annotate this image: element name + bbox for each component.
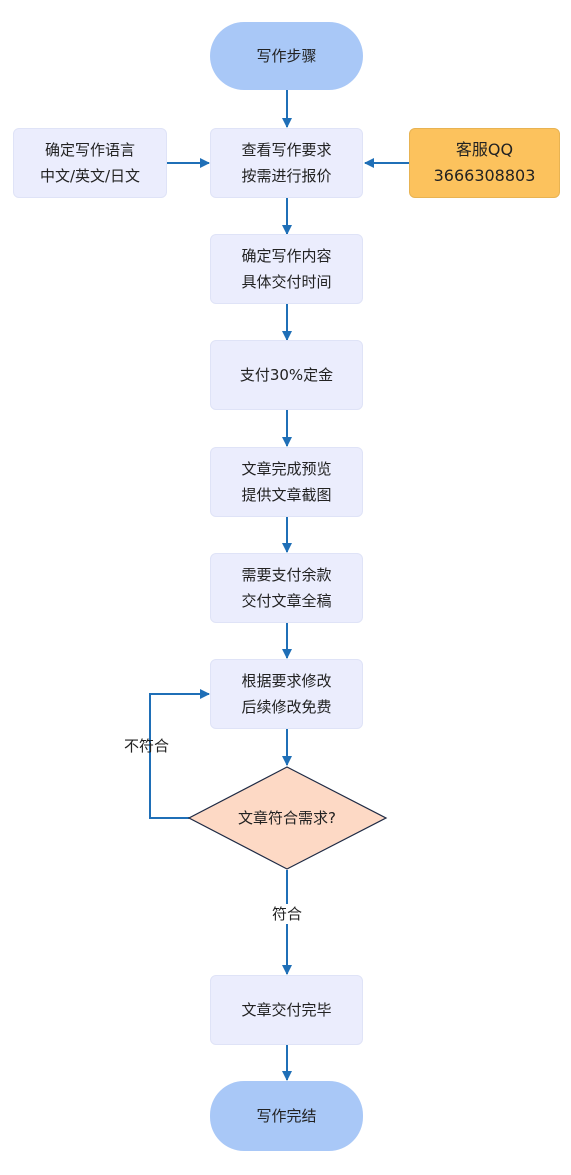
- content-line-1: 确定写作内容: [241, 247, 332, 265]
- deliver-node: 文章交付完毕: [210, 975, 363, 1045]
- end-label: 写作完结: [256, 1107, 317, 1125]
- requirements-line-1: 查看写作要求: [241, 141, 332, 159]
- qq-line-1: 客服QQ: [455, 140, 514, 159]
- arrow-decision-loop-back: [149, 689, 210, 819]
- label-matching: 符合: [270, 904, 305, 924]
- language-line-1: 确定写作语言: [44, 141, 135, 159]
- revise-line-1: 根据要求修改: [241, 672, 332, 690]
- revise-line-2: 后续修改免费: [241, 698, 332, 716]
- decision-label: 文章符合需求?: [238, 809, 336, 827]
- deposit-node: 支付30%定金: [210, 340, 363, 410]
- preview-line-1: 文章完成预览: [241, 460, 332, 478]
- deposit-label: 支付30%定金: [239, 366, 334, 384]
- start-label: 写作步骤: [256, 47, 317, 65]
- requirements-node: 查看写作要求 按需进行报价: [210, 128, 363, 198]
- start-node: 写作步骤: [210, 22, 363, 90]
- balance-node: 需要支付余款 交付文章全稿: [210, 553, 363, 623]
- requirements-line-2: 按需进行报价: [241, 167, 332, 185]
- preview-line-2: 提供文章截图: [241, 486, 332, 504]
- preview-node: 文章完成预览 提供文章截图: [210, 447, 363, 517]
- deliver-label: 文章交付完毕: [241, 1001, 332, 1019]
- label-not-matching: 不符合: [124, 737, 170, 755]
- end-node: 写作完结: [210, 1081, 363, 1151]
- content-node: 确定写作内容 具体交付时间: [210, 234, 363, 304]
- revise-node: 根据要求修改 后续修改免费: [210, 659, 363, 729]
- balance-line-1: 需要支付余款: [241, 566, 332, 584]
- content-line-2: 具体交付时间: [241, 273, 332, 291]
- qq-line-2: 3666308803: [433, 166, 536, 185]
- language-node: 确定写作语言 中文/英文/日文: [13, 128, 167, 198]
- decision-diamond: [187, 766, 388, 870]
- language-line-2: 中文/英文/日文: [39, 167, 141, 185]
- balance-line-2: 交付文章全稿: [241, 592, 332, 610]
- qq-contact-node: 客服QQ 3666308803: [409, 128, 560, 198]
